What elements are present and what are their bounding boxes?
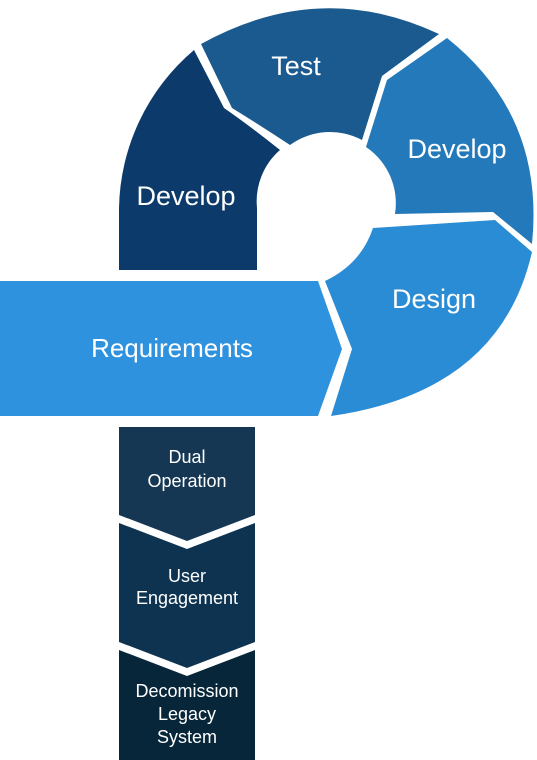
step-dual-operation <box>119 427 255 541</box>
label-develop-left: Develop <box>136 181 235 211</box>
label-decomission: Decomission <box>135 681 238 701</box>
segment-design <box>325 220 532 416</box>
label-design: Design <box>392 284 476 314</box>
step-decomission-legacy <box>119 650 255 760</box>
label-dual: Dual <box>168 447 205 467</box>
segment-develop-right <box>366 38 534 244</box>
label-user: User <box>168 566 206 586</box>
segment-test <box>201 8 439 146</box>
label-test: Test <box>271 51 321 81</box>
label-requirements: Requirements <box>91 333 253 363</box>
requirements-arrow <box>0 281 342 416</box>
segment-develop-left <box>119 50 280 270</box>
label-system: System <box>157 727 217 747</box>
label-develop-right: Develop <box>407 134 506 164</box>
step-user-engagement <box>119 523 255 668</box>
label-engagement: Engagement <box>136 588 238 608</box>
label-operation: Operation <box>147 471 226 491</box>
label-legacy: Legacy <box>158 704 216 724</box>
